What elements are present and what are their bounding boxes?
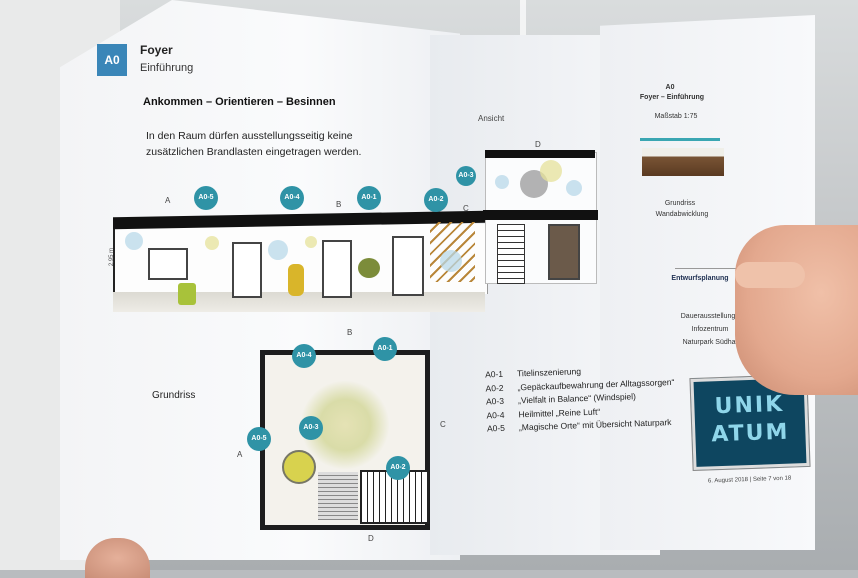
wall-pattern-dot <box>268 240 288 260</box>
elevation-letter-b: B <box>336 200 342 209</box>
sidebar-detail: Naturpark Südharz <box>682 339 742 346</box>
background-light <box>520 0 526 40</box>
elevation-display-frame <box>148 248 188 280</box>
ansicht-label: Ansicht <box>478 114 505 123</box>
elevation-gallery-beam <box>483 210 598 220</box>
plan-badge-a0-2: A0-2 <box>386 456 410 480</box>
wall-pattern-dot <box>440 250 462 272</box>
sidebar-detail: Dauerausstellung <box>680 313 736 320</box>
badge-a0-1: A0-1 <box>357 186 381 210</box>
elevation-side-ceiling <box>485 150 595 158</box>
right-hand <box>735 225 858 395</box>
sidebar-abwicklung: Wandabwicklung <box>655 211 709 218</box>
sidebar-detail: Infozentrum <box>691 326 729 333</box>
plan-letter-c: C <box>440 420 446 429</box>
plan-badge-a0-1: A0-1 <box>373 337 397 361</box>
wall-pattern-dot <box>125 232 143 250</box>
wall-pattern-dot <box>305 236 317 248</box>
plan-badge-a0-4: A0-4 <box>292 344 316 368</box>
right-thumb <box>735 262 805 288</box>
sidebar-grundriss: Grundriss <box>664 200 696 207</box>
sidebar-entwurf: Entwurfsplanung <box>671 275 729 282</box>
section-heading: Ankommen – Orientieren – Besinnen <box>143 96 336 108</box>
wall-pattern-dot <box>205 236 219 250</box>
badge-a0-4: A0-4 <box>280 186 304 210</box>
sidebar-scale: Maßstab 1:75 <box>654 113 698 120</box>
wall-pattern-dot <box>540 160 562 182</box>
elevation-height-dimension: 2,95 m <box>109 247 116 267</box>
sidebar-divider <box>675 268 770 269</box>
plan-letter-a: A <box>237 450 243 459</box>
elevation-air-column <box>288 264 304 296</box>
elevation-letter-d: D <box>535 140 541 149</box>
room-title: Foyer <box>140 43 173 57</box>
plan-letter-b: B <box>347 328 353 337</box>
elevation-door <box>392 236 424 296</box>
elevation-stair-rail <box>497 224 525 284</box>
plan-badge-a0-3: A0-3 <box>299 416 323 440</box>
floor-plan-grate <box>318 472 358 520</box>
wall-pattern-dot <box>566 180 582 196</box>
badge-a0-5: A0-5 <box>194 186 218 210</box>
plan-badge-a0-5: A0-5 <box>247 427 271 451</box>
wall-pattern-dot <box>495 175 509 189</box>
elevation-floor <box>113 292 485 312</box>
badge-a0-3: A0-3 <box>456 166 476 186</box>
elevation-magic-places-disc <box>358 258 380 278</box>
elevation-door <box>548 224 580 280</box>
intro-text: In den Raum dürfen ausstellungsseitig ke… <box>146 130 362 158</box>
sidebar-scale-bar <box>640 138 720 141</box>
badge-a0-2: A0-2 <box>424 188 448 212</box>
elevation-luggage-bench <box>178 283 196 305</box>
sidebar-code: A0 <box>665 84 675 91</box>
sidebar-thumbnail <box>642 148 724 176</box>
elevation-door <box>232 242 262 298</box>
logo-text-top: UNIK <box>714 391 785 420</box>
grundriss-label: Grundriss <box>152 390 196 401</box>
sidebar-title: Foyer – Einführung <box>639 94 705 101</box>
floor-plan-disc <box>282 450 316 484</box>
room-subtitle: Einführung <box>140 62 194 74</box>
elevation-letter-c: C <box>463 204 469 213</box>
elevation-door <box>322 240 352 298</box>
plan-letter-d: D <box>368 534 374 543</box>
elevation-letter-a: A <box>165 196 171 205</box>
room-code-box: A0 <box>97 44 127 76</box>
logo-text-bottom: ATUM <box>710 419 790 448</box>
